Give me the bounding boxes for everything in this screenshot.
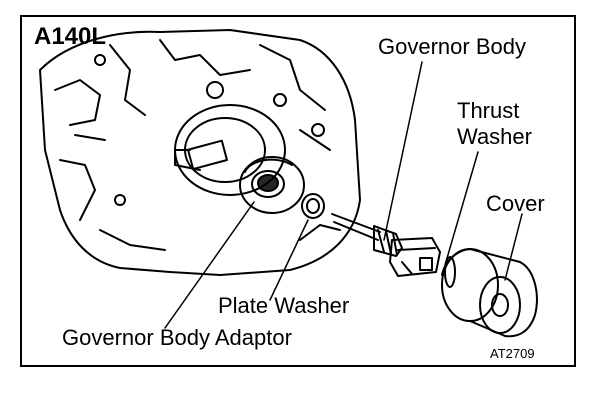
label-plate-washer: Plate Washer [218, 293, 350, 318]
figure-code: AT2709 [490, 346, 535, 361]
label-cover: Cover [486, 191, 545, 216]
label-thrust-washer-line1: Thrust [457, 98, 520, 123]
governor-body-adaptor [239, 156, 305, 214]
leader-plate-washer [269, 219, 309, 301]
leader-thrust-washer [444, 151, 479, 266]
leader-governor-body-adaptor [164, 201, 255, 329]
label-thrust-washer-line2: Washer [457, 124, 532, 149]
diagram-frame [20, 15, 576, 367]
leader-cover [504, 213, 523, 281]
plate-washer [301, 193, 325, 219]
governor-body [331, 213, 441, 277]
model-title: A140L [34, 23, 107, 50]
label-governor-body: Governor Body [378, 34, 526, 59]
governor-cover [441, 248, 538, 338]
thrust-washer [444, 256, 456, 288]
label-governor-body-adaptor: Governor Body Adaptor [62, 325, 292, 350]
transmission-housing [39, 29, 361, 276]
leader-governor-body [383, 61, 423, 241]
